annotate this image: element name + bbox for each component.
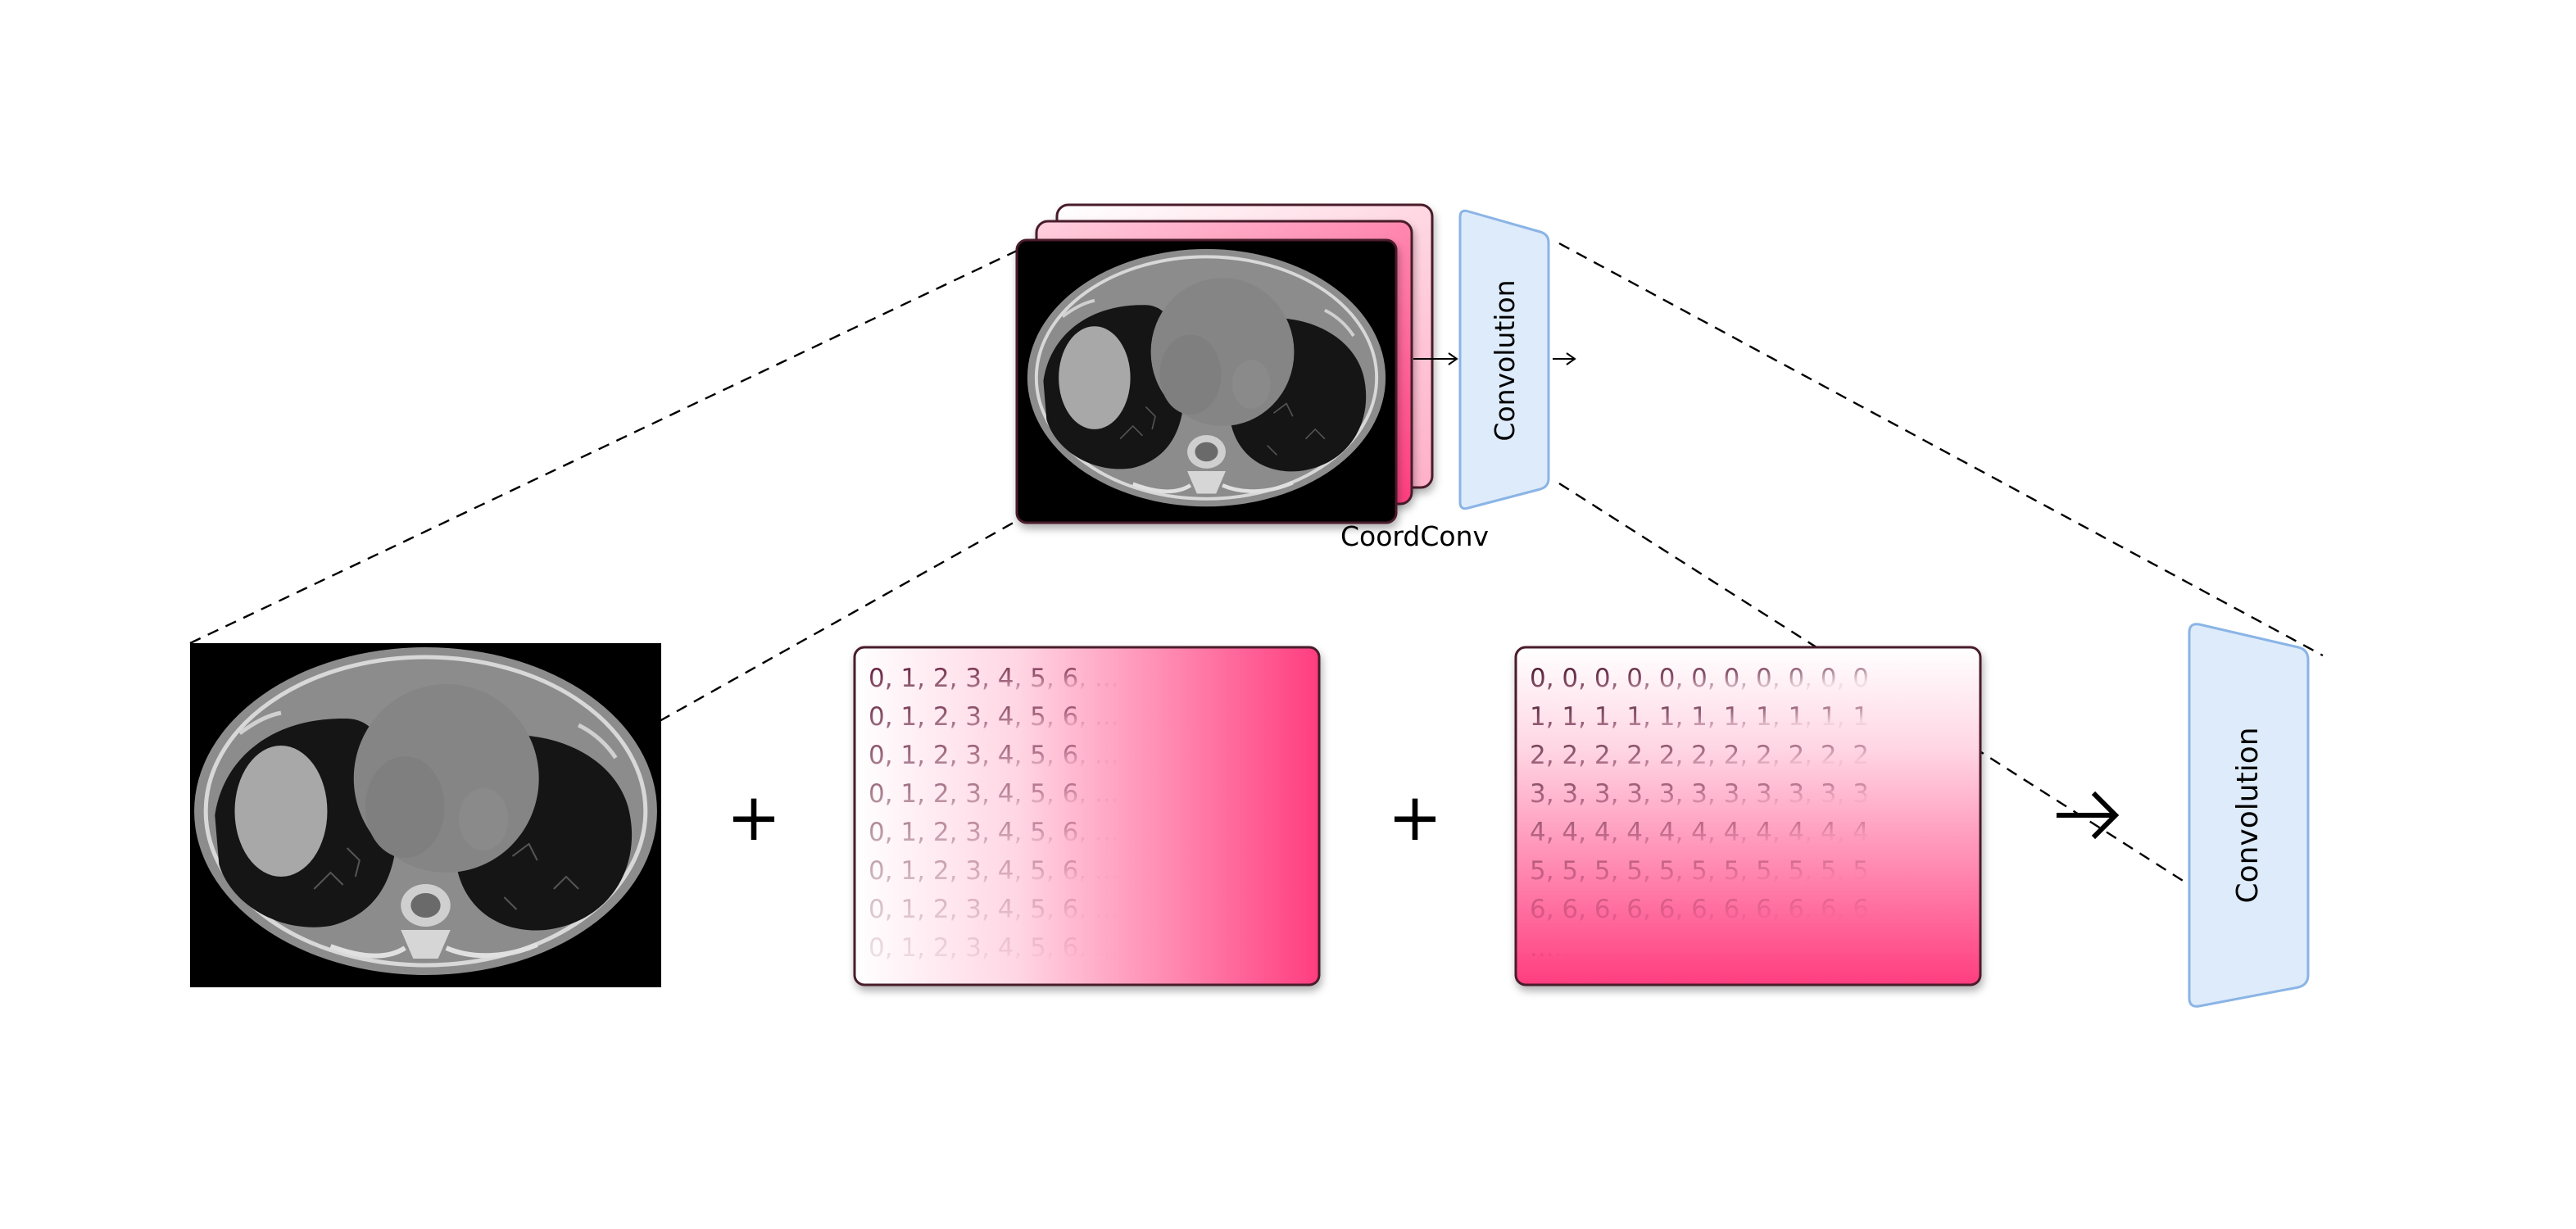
y_coord-row: 5, 5, 5, 5, 5, 5, 5, 5, 5, 5, 5 [1530,856,1869,886]
arrow-into-conv-head [1448,352,1458,365]
dashed-line-ct-top [189,243,1032,645]
y-coordinate-channel: 0, 0, 0, 0, 0, 0, 0, 0, 0, 0, 0 1, 1, 1, … [1514,646,1982,986]
y-coordinate-rows: 0, 0, 0, 0, 0, 0, 0, 0, 0, 0, 0 1, 1, 1, … [1530,664,1869,963]
dashed-line-ct-bottom [659,519,1018,723]
arrow-out-conv-head [1566,352,1576,365]
y_coord-row: 4, 4, 4, 4, 4, 4, 4, 4, 4, 4, 4 [1530,818,1869,847]
x_coord-row: 0, 1, 2, 3, 4, 5, 6, ... [868,664,1119,693]
ct-scan-input [190,643,661,987]
convolution-label-right: Convolution [2231,727,2265,903]
y_coord-row: 6, 6, 6, 6, 6, 6, 6, 6, 6, 6, 6 [1530,895,1869,924]
x_coord-row: 0, 1, 2, 3, 4, 5, 6, ... [868,779,1119,809]
x_coord-row: 0, 1, 2, 3, 4, 5, 6, ... [868,895,1119,924]
x-coordinate-channel: 0, 1, 2, 3, 4, 5, 6, ... 0, 1, 2, 3, 4, 5… [853,646,1321,986]
plus-sign-1: + [726,779,781,855]
x_coord-row: 0, 1, 2, 3, 4, 5, 6, ... [868,741,1119,770]
y_coord-row: 3, 3, 3, 3, 3, 3, 3, 3, 3, 3, 3 [1530,779,1869,809]
small-arrows [1413,352,1576,365]
convolution-block-right: Convolution [2188,623,2310,1008]
convolution-block-top: Convolution [1458,209,1550,510]
x_coord-row: 0, 1, 2, 3, 4, 5, 6, ... [868,702,1119,732]
big-arrow-icon [2057,791,2120,840]
ct-scan-small [1024,246,1389,516]
x_coord-row: 0, 1, 2, 3, 4, 5, 6, ... [868,933,1119,963]
stack-channel-image [1015,238,1398,524]
dashed-line-conv-to-right-top [1558,242,2324,657]
convolution-label-top: Convolution [1489,279,1521,441]
y_coord-row: 0, 0, 0, 0, 0, 0, 0, 0, 0, 0, 0 [1530,664,1869,693]
y_coord-row: 1, 1, 1, 1, 1, 1, 1, 1, 1, 1, 1 [1530,702,1869,732]
x-coordinate-rows: 0, 1, 2, 3, 4, 5, 6, ... 0, 1, 2, 3, 4, 5… [868,664,1119,963]
y_coord-row: ..... [1530,933,1570,963]
plus-sign-2: + [1387,779,1442,855]
y_coord-row: 2, 2, 2, 2, 2, 2, 2, 2, 2, 2, 2 [1530,741,1869,770]
coordconv-label: CoordConv [1340,520,1489,552]
x_coord-row: 0, 1, 2, 3, 4, 5, 6, ... [868,856,1119,886]
x_coord-row: 0, 1, 2, 3, 4, 5, 6, ... [868,818,1119,847]
coordconv-stack [1015,203,1434,524]
